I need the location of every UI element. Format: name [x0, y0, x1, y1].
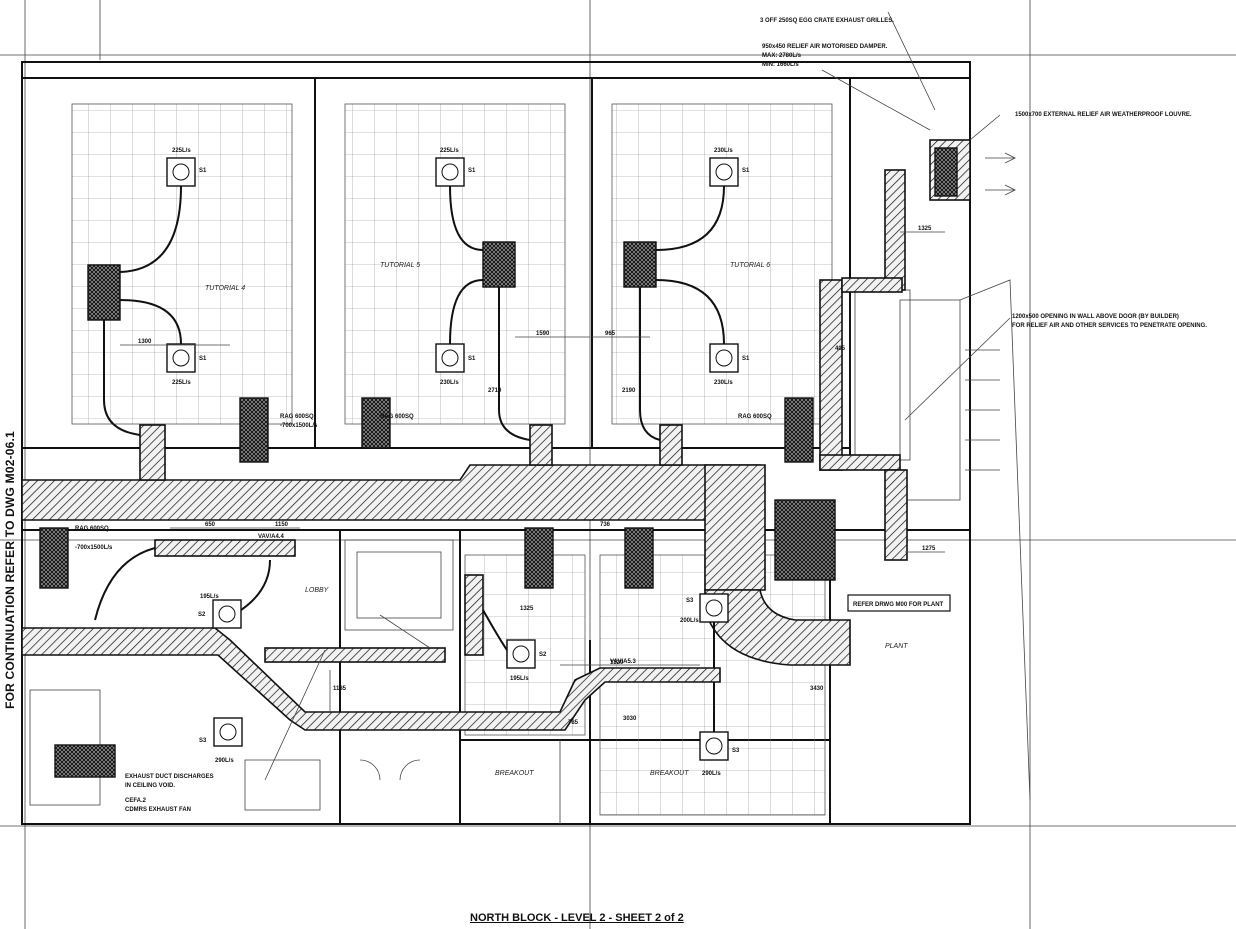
- flow-s1-d: 230L/s: [440, 380, 459, 386]
- dim-650: 650: [205, 522, 216, 528]
- dim-1300: 1300: [138, 339, 152, 345]
- room-tutorial-4: TUTORIAL 4: [205, 285, 245, 292]
- dim-1325: 1325: [918, 226, 932, 232]
- tag-s1-f: S1: [742, 356, 750, 362]
- room-tutorial-5: TUTORIAL 5: [380, 262, 420, 269]
- note-opening-2: FOR RELIEF AIR AND OTHER SERVICES TO PEN…: [1012, 323, 1207, 329]
- tag-s3-a: S3: [199, 738, 207, 744]
- flow-s1-e: 230L/s: [714, 148, 733, 154]
- rag-sub-1: -700x1500L/s: [280, 423, 318, 429]
- flow-s2-a: 195L/s: [200, 594, 219, 600]
- dim-1275: 1275: [922, 546, 936, 552]
- continuation-note: FOR CONTINUATION REFER TO DWG M02-06.1: [0, 420, 20, 720]
- dim-3030: 3030: [623, 716, 637, 722]
- flow-s1-c: 225L/s: [440, 148, 459, 154]
- vav-lobby: VAV/A4.4: [258, 534, 284, 540]
- note-exhaust-discharge-2: IN CEILING VOID.: [125, 783, 175, 789]
- tag-s3-b: S3: [686, 598, 694, 604]
- lower-duct-runs: [21, 539, 721, 731]
- dim-1150: 1150: [275, 522, 289, 528]
- rag-tag-3: RAG 600SQ: [738, 414, 772, 420]
- continuation-note-text: FOR CONTINUATION REFER TO DWG M02-06.1: [3, 431, 17, 709]
- note-louvre: 1500x700 EXTERNAL RELIEF AIR WEATHERPROO…: [1015, 112, 1192, 118]
- dim-736: 736: [600, 522, 611, 528]
- tag-s1-e: S1: [742, 168, 750, 174]
- flow-s3-b: 200L/s: [680, 618, 699, 624]
- tag-s1-b: S1: [199, 356, 207, 362]
- note-exhaust-discharge-1: EXHAUST DUCT DISCHARGES: [125, 774, 214, 780]
- tag-s2-a: S2: [198, 612, 206, 618]
- tag-s3-c: S3: [732, 748, 740, 754]
- dimension-lines: [120, 11, 1016, 824]
- note-cefa-desc: CDMRS EXHAUST FAN: [125, 807, 191, 813]
- room-plant: PLANT: [885, 643, 908, 650]
- flow-s1-b: 225L/s: [172, 380, 191, 386]
- note-opening-1: 1200x500 OPENING IN WALL ABOVE DOOR (BY …: [1012, 314, 1179, 320]
- dim-3430: 3430: [810, 686, 824, 692]
- dim-965: 965: [605, 331, 616, 337]
- room-tutorial-6: TUTORIAL 6: [730, 262, 770, 269]
- note-relief-damper-min: MIN: 1660L/s: [762, 62, 799, 68]
- note-exhaust-grilles: 3 OFF 250SQ EGG CRATE EXHAUST GRILLES.: [760, 18, 894, 24]
- rag-tag-4: RAG 600SQ: [75, 526, 109, 532]
- flow-s2-b: 195L/s: [510, 676, 529, 682]
- flow-s3-c: 290L/s: [702, 771, 721, 777]
- dim-2710: 2710: [488, 388, 502, 394]
- tag-s1-d: S1: [468, 356, 476, 362]
- note-relief-damper-max: MAX: 2780L/s: [762, 53, 802, 59]
- sheet-title: NORTH BLOCK - LEVEL 2 - SHEET 2 of 2: [470, 912, 684, 924]
- dim-1320: 1320: [610, 660, 624, 666]
- room-lobby: LOBBY: [305, 587, 330, 594]
- flow-s1-f: 230L/s: [714, 380, 733, 386]
- dim-405: 405: [835, 346, 846, 352]
- dim-1590: 1590: [536, 331, 550, 337]
- dim-1185: 1185: [333, 686, 347, 692]
- room-breakout-1: BREAKOUT: [495, 770, 534, 777]
- note-refer-plant: REFER DRWG M00 FOR PLANT: [853, 602, 944, 608]
- vav-breakout: VAV/A5.3: [610, 659, 636, 665]
- tag-s2-b: S2: [539, 652, 547, 658]
- tag-s1-c: S1: [468, 168, 476, 174]
- note-cefa: CEFA.2: [125, 798, 147, 804]
- flow-s1-a: 225L/s: [172, 148, 191, 154]
- rag-tag-1: RAG 600SQ: [280, 414, 314, 420]
- dim-785: 785: [568, 720, 579, 726]
- room-breakout-2: BREAKOUT: [650, 770, 689, 777]
- dim-1325-lobby: 1325: [520, 606, 534, 612]
- dim-2190: 2190: [622, 388, 636, 394]
- note-relief-damper: 950x450 RELIEF AIR MOTORISED DAMPER.: [762, 44, 888, 50]
- flow-s3-a: 290L/s: [215, 758, 234, 764]
- supply-diffusers: [94, 157, 739, 761]
- tag-s1-a: S1: [199, 168, 207, 174]
- rag-tag-2: RAG 600SQ: [380, 414, 414, 420]
- rag-sub-2: -700x1500L/s: [75, 545, 113, 551]
- return-air-grilles: [39, 147, 958, 778]
- refer-plant-box: [847, 594, 951, 612]
